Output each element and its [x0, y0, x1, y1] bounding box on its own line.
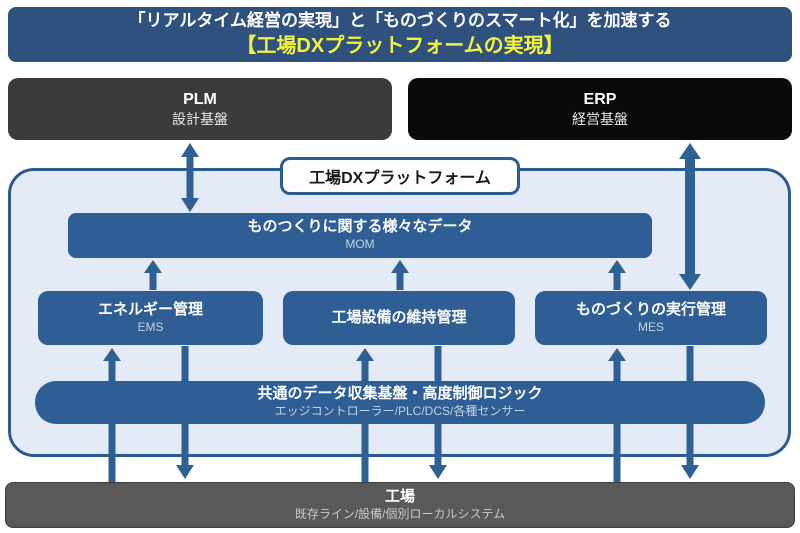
- arrow-mes-mom: [608, 260, 626, 290]
- maintenance-box: 工場設備の維持管理: [283, 291, 515, 345]
- arrow-plm-mom: [181, 143, 199, 212]
- plm-title: PLM: [183, 90, 217, 108]
- plm-box: PLM 設計基盤: [8, 78, 392, 140]
- factory-box: 工場 既存ライン/設備/個別ローカルシステム: [5, 482, 795, 528]
- maintenance-title: 工場設備の維持管理: [331, 308, 467, 326]
- arrow-maintenance-mom: [391, 260, 409, 290]
- mom-title: ものつくりに関する様々なデータ: [247, 218, 473, 236]
- arrow-erp-mes: [679, 143, 701, 290]
- erp-box: ERP 経営基盤: [408, 78, 792, 140]
- mom-subtitle: MOM: [345, 237, 375, 252]
- platform-label-box: 工場DXプラットフォーム: [280, 157, 520, 195]
- arrow-ems-mom: [144, 260, 162, 290]
- factory-subtitle: 既存ライン/設備/個別ローカルシステム: [294, 506, 506, 521]
- erp-title: ERP: [583, 90, 617, 108]
- title-banner: 「リアルタイム経営の実現」と「ものづくりのスマート化」を加速する 【工場DXプラ…: [8, 7, 792, 62]
- ems-title: エネルギー管理: [97, 300, 203, 318]
- factory-title: 工場: [384, 487, 415, 505]
- common-infra-title: 共通のデータ収集基盤・高度制御ロジック: [257, 385, 543, 403]
- common-infra-subtitle: エッジコントローラー/PLC/DCS/各種センサー: [274, 404, 526, 419]
- erp-subtitle: 経営基盤: [572, 111, 628, 128]
- ems-box: エネルギー管理 EMS: [38, 291, 263, 345]
- platform-label: 工場DXプラットフォーム: [309, 170, 491, 187]
- mes-box: ものづくりの実行管理 MES: [535, 291, 767, 345]
- mes-subtitle: MES: [637, 319, 664, 334]
- common-infra-box: 共通のデータ収集基盤・高度制御ロジック エッジコントローラー/PLC/DCS/各…: [35, 381, 765, 424]
- plm-subtitle: 設計基盤: [172, 111, 228, 128]
- banner-line1: 「リアルタイム経営の実現」と「ものづくりのスマート化」を加速する: [128, 11, 672, 31]
- banner-line2: 【工場DXプラットフォームの実現】: [236, 34, 564, 57]
- ems-subtitle: EMS: [137, 319, 164, 334]
- mom-box: ものつくりに関する様々なデータ MOM: [68, 213, 652, 258]
- mes-title: ものづくりの実行管理: [575, 300, 726, 318]
